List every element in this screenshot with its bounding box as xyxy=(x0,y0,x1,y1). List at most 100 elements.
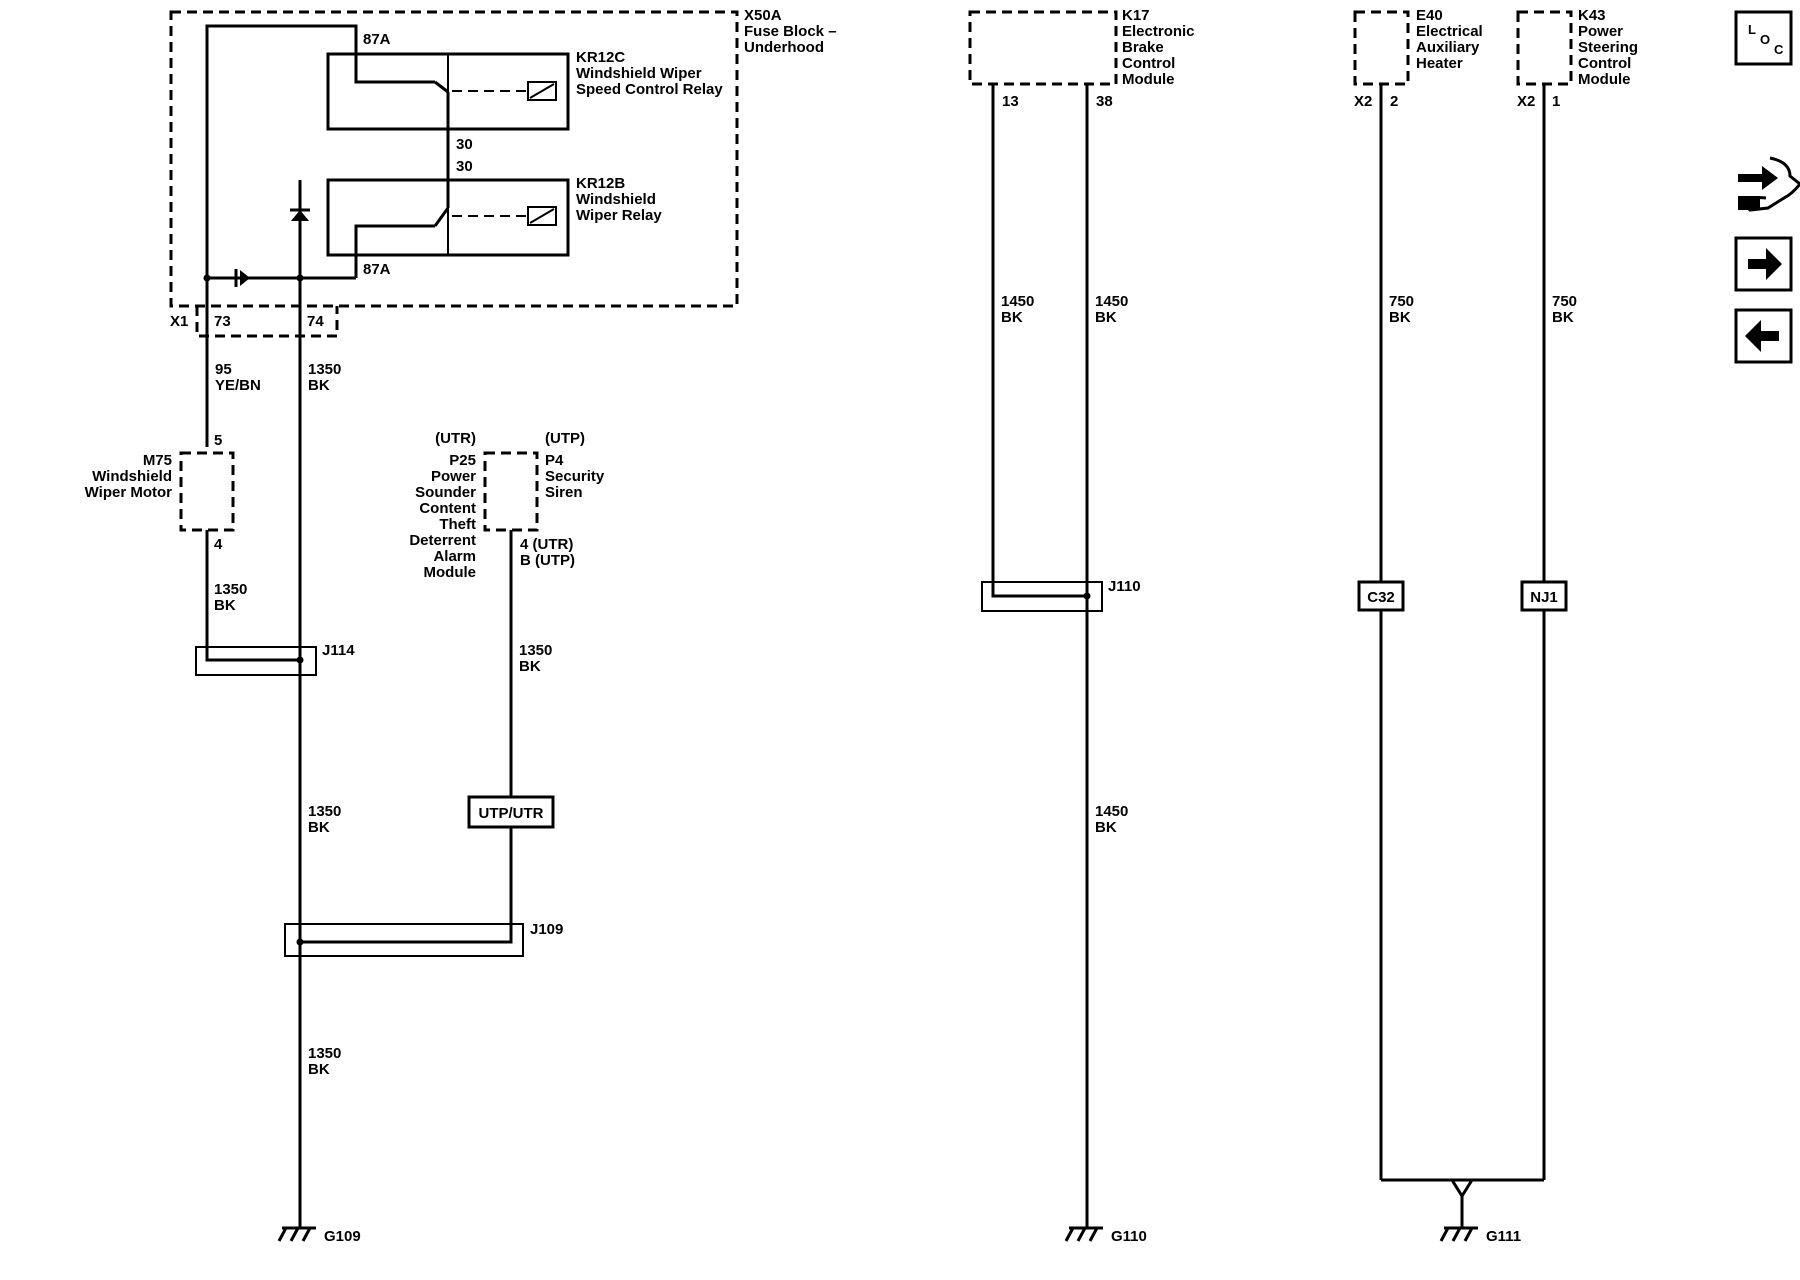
relay-kr12c-name-2: Speed Control Relay xyxy=(576,81,723,98)
splice-j114-bar xyxy=(205,647,300,662)
ebcm-ref: K17 xyxy=(1122,7,1150,24)
siren-pin-2: B (UTP) xyxy=(520,552,575,569)
option-utp-utr-label: UTP/UTR xyxy=(479,805,544,822)
pscm-connector: X2 xyxy=(1517,93,1535,110)
relay-kr12b-pin-87a: 87A xyxy=(363,261,391,278)
junction-dot xyxy=(203,274,211,282)
relay-kr12c-pin-30: 30 xyxy=(456,136,473,153)
connector-info-wrench xyxy=(1738,196,1760,210)
ground-g109-hatch xyxy=(301,1227,312,1242)
connector-info-arrow xyxy=(1738,166,1778,190)
ground-g111-label: G111 xyxy=(1486,1228,1521,1245)
pin-74-label: 74 xyxy=(307,313,324,330)
pscm-pin: 1 xyxy=(1552,93,1560,110)
wire-motor-gauge: 1350 xyxy=(214,581,247,598)
heater-e40: E40 Electrical Auxiliary Heater X2 2 xyxy=(1353,7,1483,110)
wire-1450a-gauge: 1450 xyxy=(1001,293,1034,310)
ebcm-name-4: Module xyxy=(1122,71,1175,88)
ground-g111-hatch xyxy=(1439,1227,1450,1242)
siren-pin-1: 4 (UTR) xyxy=(520,536,573,553)
next-page-button[interactable] xyxy=(1734,236,1793,292)
heater-pin: 2 xyxy=(1390,93,1398,110)
wire-1350-color: BK xyxy=(308,377,330,394)
ground-g111-hatch xyxy=(1451,1227,1462,1242)
ground-g109-label: G109 xyxy=(324,1228,361,1245)
wire-750a-gauge: 750 xyxy=(1389,293,1414,310)
pscm-name-3: Control xyxy=(1578,55,1631,72)
connector-x1-label: X1 xyxy=(170,313,188,330)
splice-j109-bar xyxy=(300,924,513,944)
wire-1450c-color: BK xyxy=(1095,819,1117,836)
splice-j109-outer xyxy=(284,923,524,957)
relay-kr12c: 87A KR12C Windshield Wiper Speed Control… xyxy=(326,31,723,153)
wire-95-color: YE/BN xyxy=(215,377,261,394)
connector-info-icon[interactable] xyxy=(1738,156,1800,212)
relay-kr12c-pin-87a: 87A xyxy=(363,31,391,48)
connector-nj1-box xyxy=(1520,580,1568,612)
wire-750a-color: BK xyxy=(1389,309,1411,326)
relay-kr12b-pin-30: 30 xyxy=(456,158,473,175)
junction-dot xyxy=(1083,592,1091,600)
wire-95-gauge: 95 xyxy=(215,361,232,378)
ebcm-name-2: Brake xyxy=(1122,39,1164,56)
sounder-name-6: Alarm xyxy=(433,548,476,565)
fuse-block-ref: X50A xyxy=(744,7,782,24)
location-button[interactable]: L O C xyxy=(1734,10,1793,66)
siren-ref: P4 xyxy=(545,452,564,469)
relay-kr12b: 30 KR12B Windshield Wiper Relay 87A xyxy=(326,158,662,278)
relay-kr12b-switch-arm xyxy=(433,207,450,227)
pscm-outline xyxy=(1516,10,1573,86)
wire-g111-crossover xyxy=(1450,1179,1474,1199)
sounder-name-2: Sounder xyxy=(415,484,476,501)
pscm-name-2: Steering xyxy=(1578,39,1638,56)
wire-750b-color: BK xyxy=(1552,309,1574,326)
location-button-frame[interactable] xyxy=(1734,10,1793,66)
fuse-block-name-1: Fuse Block – xyxy=(744,23,837,40)
sounder-name-7: Module xyxy=(424,564,477,581)
fuse-block-x50a: X50A Fuse Block – Underhood X1 73 74 xyxy=(169,7,837,338)
siren-option: (UTP) xyxy=(545,430,585,447)
wire-750b-gauge: 750 xyxy=(1552,293,1577,310)
splice-j110-label: J110 xyxy=(1108,578,1141,595)
connector-c32-box xyxy=(1357,580,1405,612)
pscm-ref: K43 xyxy=(1578,7,1606,24)
splice-j110: J110 xyxy=(981,578,1141,612)
wire-siren-gauge: 1350 xyxy=(519,642,552,659)
relay-kr12c-coil-slash xyxy=(529,83,555,99)
splice-j110-bar xyxy=(991,582,1087,598)
wiper-motor-pin-top: 5 xyxy=(214,432,222,449)
ground-g110-hatch xyxy=(1076,1227,1087,1242)
wiper-motor-pin-bottom: 4 xyxy=(214,536,223,553)
junction-dot xyxy=(296,938,304,946)
splice-j114-outer xyxy=(195,646,317,676)
heater-name-1: Electrical xyxy=(1416,23,1483,40)
wire-1450b-gauge: 1450 xyxy=(1095,293,1128,310)
relay-kr12b-ref: KR12B xyxy=(576,175,625,192)
wire-siren-color: BK xyxy=(519,658,541,675)
wire-motor-color: BK xyxy=(214,597,236,614)
heater-connector: X2 xyxy=(1354,93,1372,110)
connector-x1-outline xyxy=(195,306,339,338)
location-icon-c: C xyxy=(1774,42,1784,57)
previous-page-button[interactable] xyxy=(1734,308,1793,364)
sounder-name-3: Content xyxy=(419,500,476,517)
ebcm-k17: K17 Electronic Brake Control Module 13 3… xyxy=(968,7,1195,110)
heater-name-2: Auxiliary xyxy=(1416,39,1480,56)
splice-j110-outer xyxy=(981,581,1103,612)
wire-low-color: BK xyxy=(308,1061,330,1078)
diode-symbol xyxy=(240,270,250,286)
sounder-name-1: Power xyxy=(431,468,476,485)
ground-g110-hatch xyxy=(1064,1227,1075,1242)
wire-1350-gauge: 1350 xyxy=(308,361,341,378)
ground-g109-hatch xyxy=(289,1227,300,1242)
ground-g110-label: G110 xyxy=(1111,1228,1147,1245)
wiper-motor-name-2: Wiper Motor xyxy=(85,484,173,501)
wire-95-yebn xyxy=(205,24,358,447)
wire-mid-gauge: 1350 xyxy=(308,803,341,820)
splice-j114-label: J114 xyxy=(322,642,355,659)
sounder-ref: P25 xyxy=(449,452,476,469)
ebcm-pin-a: 13 xyxy=(1002,93,1019,110)
sounder-name-4: Theft xyxy=(439,516,476,533)
arrow-right-icon xyxy=(1748,248,1782,280)
